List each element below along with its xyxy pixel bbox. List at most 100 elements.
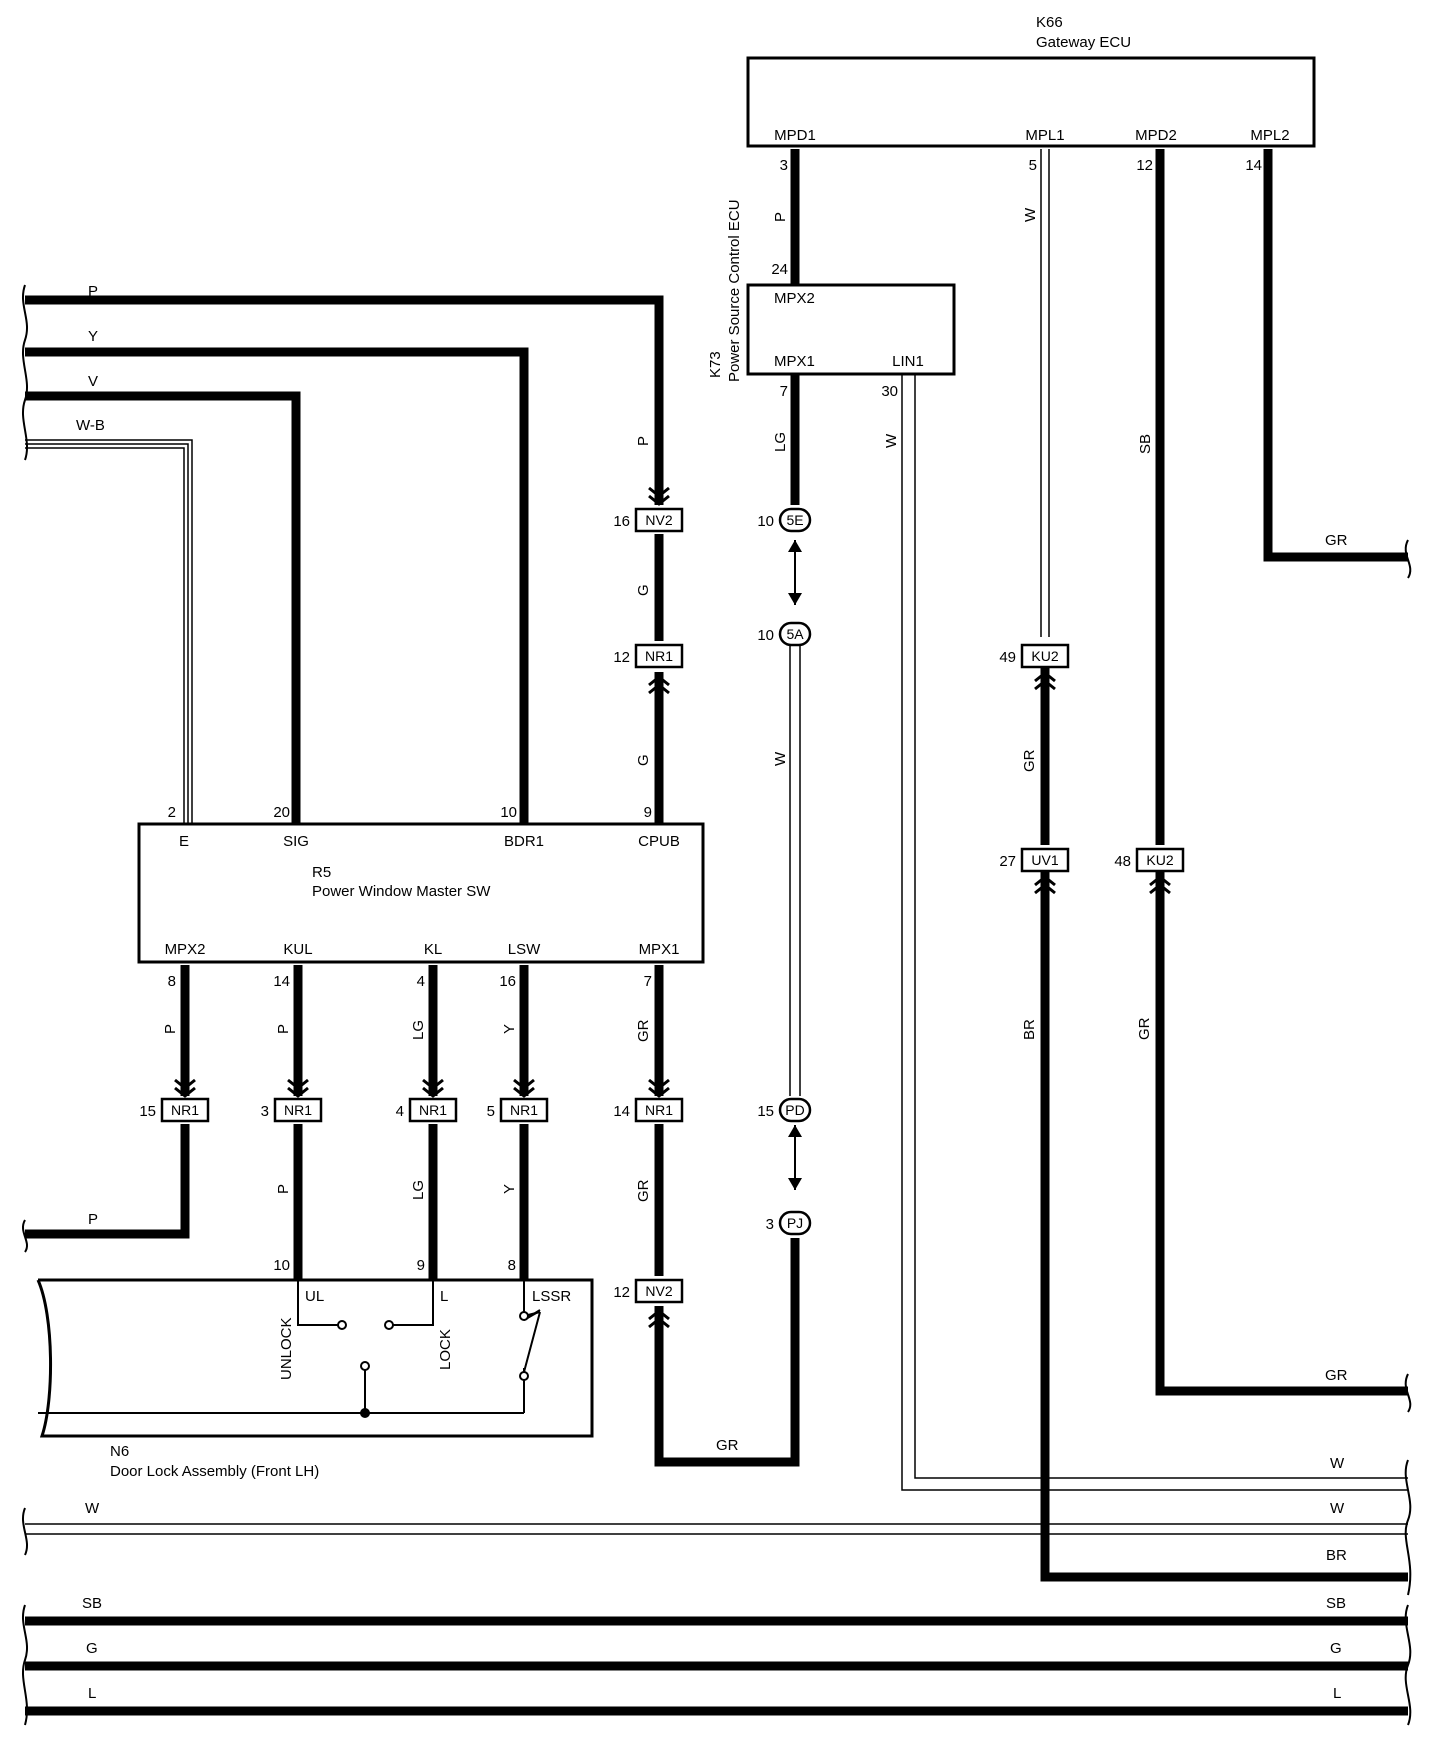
chevron-ku2-49 <box>1034 671 1056 691</box>
break-right-w-br <box>1404 1459 1412 1596</box>
wc-sw-y: Y <box>501 1024 518 1034</box>
wc-sw-lg: LG <box>410 1020 427 1040</box>
sw-pin-kl: KL <box>424 941 442 958</box>
wc-bus-g-right: G <box>1330 1640 1342 1657</box>
wc-left-y: Y <box>88 328 98 345</box>
conn-nr1-5-label: NR1 <box>510 1102 538 1118</box>
gateway-pin-mpl1: MPL1 <box>1025 127 1064 144</box>
conn-pd-pin: 15 <box>757 1103 774 1120</box>
sw-pin-kul: KUL <box>283 941 312 958</box>
sw-bot-num-14: 14 <box>273 973 290 990</box>
wc-nv2-upper: P <box>635 436 652 446</box>
chevron-nv2-upper <box>648 486 670 506</box>
conn-nr1-5-pin: 5 <box>487 1103 495 1120</box>
ps-pin-lin1: LIN1 <box>892 353 924 370</box>
connector-pin-numbers: 16 12 10 10 49 27 48 15 3 4 5 14 15 3 12 <box>139 513 1131 1301</box>
door-lock-internals <box>38 1280 541 1414</box>
conn-uv1-27-box <box>1020 847 1070 873</box>
conn-pd-label: PD <box>785 1102 804 1118</box>
sw-top-num-2: 2 <box>168 804 176 821</box>
wc-mpd2: SB <box>1137 434 1154 454</box>
sw-pin-sig: SIG <box>283 833 309 850</box>
wc-mpl2-out: GR <box>1325 532 1348 549</box>
wc-uv1-br: BR <box>1021 1019 1038 1040</box>
l-internal <box>393 1280 434 1326</box>
arrow-5a-down <box>788 593 802 605</box>
chevron-nr1-3 <box>287 1078 309 1098</box>
wc-bus-w-left: W <box>85 1500 100 1517</box>
wc-right-gr-lower: GR <box>1325 1367 1348 1384</box>
conn-nr1-14-pin: 14 <box>613 1103 630 1120</box>
ps-pin-num-30: 30 <box>881 383 898 400</box>
wc-right-w1: W <box>1330 1455 1345 1472</box>
conn-nr1-12-pin: 12 <box>613 649 630 666</box>
wc-bottom-gr: GR <box>716 1437 739 1454</box>
component-boxes <box>137 56 1316 964</box>
sw-pin-cpub: CPUB <box>638 833 680 850</box>
wire-p-nr1-left <box>25 1124 190 1239</box>
power-source-ecu-box <box>746 283 956 376</box>
master-sw-code: R5 <box>312 864 331 881</box>
conn-5a-oval <box>778 621 812 647</box>
wire-w-lin1-2 <box>901 374 1408 1491</box>
break-left-buses <box>21 1507 29 1726</box>
wc-right-br: BR <box>1326 1547 1347 1564</box>
conn-ku2-49-pin: 49 <box>999 649 1016 666</box>
conn-nr1-14-box <box>634 1097 684 1123</box>
gateway-pin-mpd1: MPD1 <box>774 127 816 144</box>
conn-pj-pin: 3 <box>766 1216 774 1233</box>
door-pin-l: L <box>440 1288 448 1305</box>
gw-pin-num-5: 5 <box>1029 157 1037 174</box>
door-lock-box <box>36 1278 594 1438</box>
power-source-name: Power Source Control ECU <box>726 199 743 382</box>
wire-p-to-nv2 <box>25 295 664 505</box>
conn-nv2-12-box <box>634 1278 684 1304</box>
conn-ku2-49-box <box>1020 643 1070 669</box>
conn-5a-label: 5A <box>786 626 804 642</box>
door-num-10: 10 <box>273 1257 290 1274</box>
wc-ku2-lower: GR <box>1136 1017 1153 1040</box>
arrow-pj-down <box>788 1178 802 1190</box>
wc-nr1-g-upper: G <box>635 584 652 596</box>
wire-v-to-sig <box>25 391 301 824</box>
chevron-nr1-5 <box>513 1078 535 1098</box>
gw-pin-num-3: 3 <box>780 157 788 174</box>
sw-bot-num-16: 16 <box>499 973 516 990</box>
wc-left-p: P <box>88 283 98 300</box>
conn-nr1-14-label: NR1 <box>645 1102 673 1118</box>
wire-gr-mpl2-right <box>1263 149 1408 562</box>
conn-nr1-3-label: NR1 <box>284 1102 312 1118</box>
chevron-nr1-4 <box>422 1078 444 1098</box>
lock-contact <box>384 1320 394 1330</box>
component-titles: K66 Gateway ECU R5 Power Window Master S… <box>110 14 1131 1480</box>
wire-br-uv1-right <box>1040 872 1408 1582</box>
conn-nv2-16-label: NV2 <box>645 512 672 528</box>
conn-nr1-15-label: NR1 <box>171 1102 199 1118</box>
conn-pj-label: PJ <box>787 1215 803 1231</box>
door-pin-lssr: LSSR <box>532 1288 571 1305</box>
wire-y-to-bdr1 <box>25 347 529 824</box>
wc-left-p2: P <box>88 1211 98 1228</box>
gateway-pin-mpl2: MPL2 <box>1250 127 1289 144</box>
conn-nv2-12-pin: 12 <box>613 1284 630 1301</box>
wc-mpd1: P <box>772 212 789 222</box>
gateway-code: K66 <box>1036 14 1063 31</box>
connector-chevrons <box>174 486 1171 1329</box>
sw-pin-e: E <box>179 833 189 850</box>
sw-pin-bdr1: BDR1 <box>504 833 544 850</box>
wc-left-wb: W-B <box>76 417 105 434</box>
lssr-switch-blade <box>523 1311 541 1373</box>
wc-bus-g-left: G <box>86 1640 98 1657</box>
door-switch-unlock: UNLOCK <box>278 1317 295 1380</box>
conn-pd-oval <box>778 1097 812 1123</box>
wc-left-v: V <box>88 373 98 390</box>
wire-gr-nv2-pj <box>654 1238 800 1467</box>
sw-pin-lsw: LSW <box>508 941 541 958</box>
connector-labels: NV2 NR1 5E 5A KU2 UV1 KU2 NR1 NR1 NR1 NR… <box>171 512 1174 1299</box>
chevron-nv2-lower <box>648 1309 670 1329</box>
sw-bot-num-8: 8 <box>168 973 176 990</box>
gw-pin-num-12: 12 <box>1136 157 1153 174</box>
wire-w-lin1-1 <box>914 374 1408 1479</box>
lssr-bottom-contact <box>519 1371 529 1381</box>
conn-5e-pin: 10 <box>757 513 774 530</box>
